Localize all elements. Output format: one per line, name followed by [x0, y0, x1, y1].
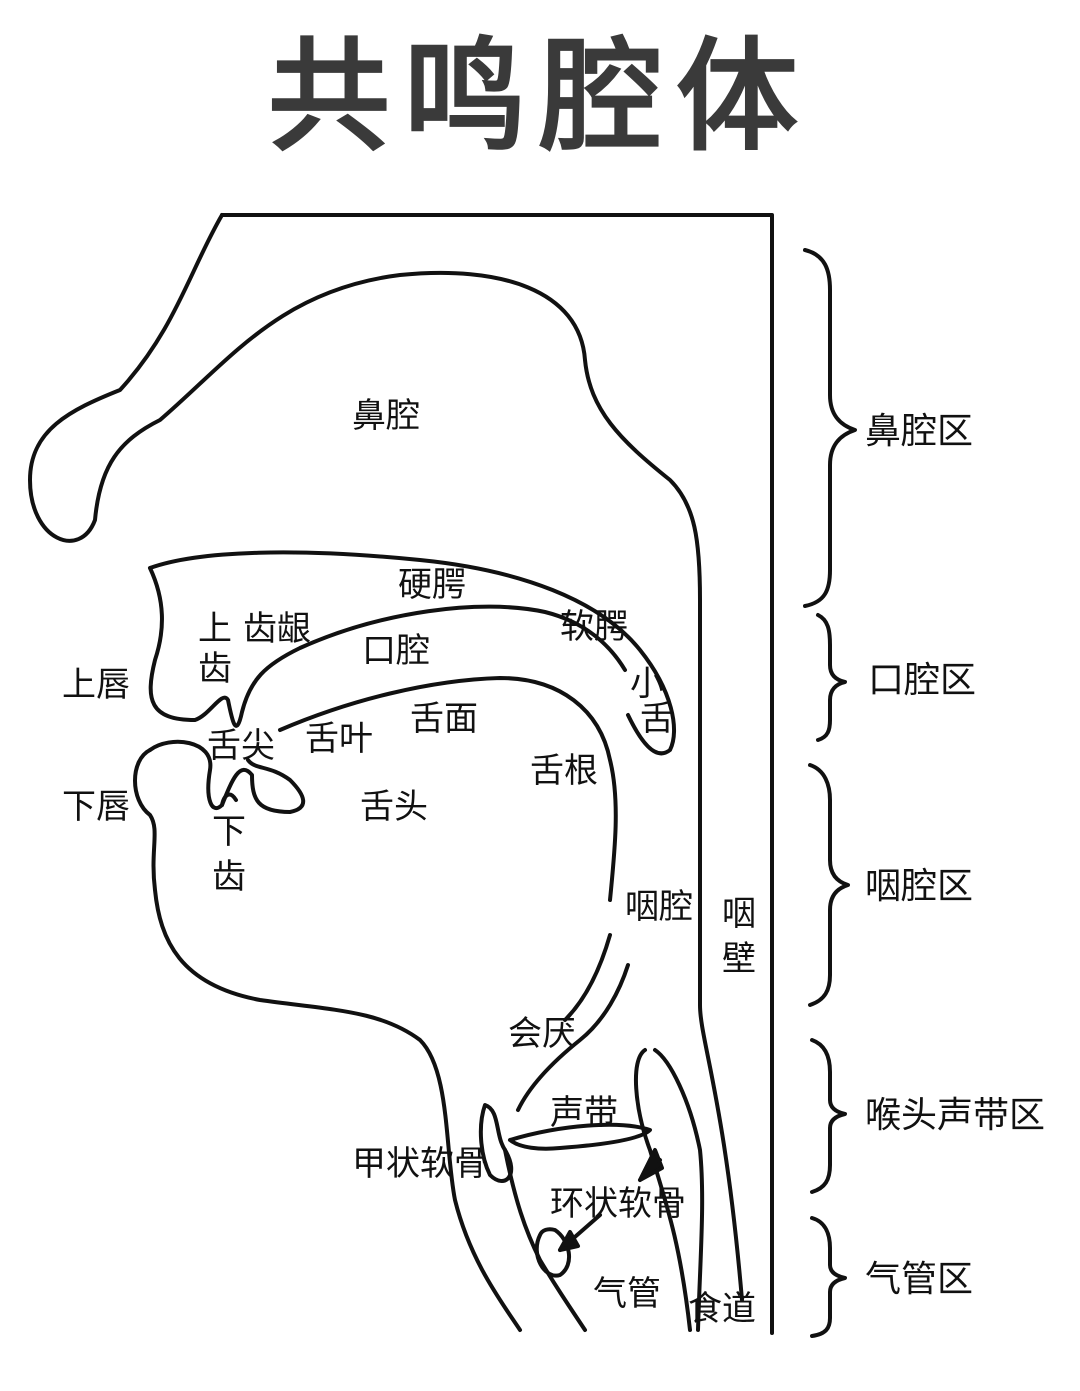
lower-teeth-outline — [220, 792, 238, 807]
label-upper-lip: 上唇 — [62, 665, 130, 705]
label-oral-cavity: 口腔 — [362, 631, 430, 671]
arrow-head-2 — [558, 1230, 580, 1252]
label-tongue-tip: 舌尖 — [207, 726, 275, 766]
diagram-title: 共鸣腔体 — [268, 26, 812, 168]
label-upper-teeth-2: 齿 — [198, 649, 232, 689]
zone-label-oral: 口腔区 — [868, 660, 976, 701]
nasal-floor — [148, 550, 677, 756]
brace-trachea — [810, 1216, 847, 1338]
label-hard-palate: 硬腭 — [398, 565, 466, 605]
label-gums: 齿龈 — [243, 609, 311, 649]
label-uvula-1: 小 — [630, 664, 664, 704]
label-tongue-blade: 舌叶 — [305, 719, 373, 759]
brace-pharynx — [808, 763, 850, 1007]
zone-braces — [803, 248, 857, 1338]
label-lower-lip: 下唇 — [62, 787, 130, 827]
cricoid-ring — [534, 1227, 571, 1278]
zone-label-trachea: 气管区 — [865, 1259, 973, 1300]
label-trachea: 气管 — [593, 1274, 661, 1314]
label-pharynx-wall-1: 咽 — [722, 894, 756, 934]
label-tongue-surface: 舌面 — [410, 699, 478, 739]
head-frame-line — [220, 213, 774, 1335]
arrow-head — [638, 1148, 664, 1182]
label-pharynx-wall-2: 壁 — [722, 939, 756, 979]
label-soft-palate: 软腭 — [560, 607, 628, 647]
label-esophagus: 食道 — [688, 1289, 756, 1329]
label-thyroid-cartilage: 甲状软骨 — [352, 1144, 488, 1184]
label-epiglottis: 会厌 — [508, 1014, 576, 1054]
label-tongue-root: 舌根 — [530, 751, 598, 791]
zone-label-nasal: 鼻腔区 — [865, 411, 973, 452]
epiglottis-outline — [516, 933, 630, 1112]
thyroid-cartilage-outline — [478, 1103, 514, 1183]
label-cricoid-cartilage: 环状软骨 — [550, 1184, 686, 1224]
lower-lip-outline — [133, 748, 522, 1332]
label-pharynx-cavity: 咽腔 — [625, 887, 693, 927]
brace-larynx — [810, 1038, 847, 1194]
label-tongue-body: 舌头 — [360, 787, 428, 827]
zone-label-larynx: 喉头声带区 — [865, 1095, 1045, 1136]
label-lower-teeth-2: 齿 — [212, 857, 246, 897]
vocal-cords-outline — [508, 1122, 652, 1151]
zone-label-pharynx: 咽腔区 — [865, 866, 973, 907]
brace-oral — [816, 613, 847, 742]
label-uvula-2: 舌 — [640, 699, 674, 739]
label-vocal-cords: 声带 — [550, 1093, 618, 1133]
label-nasal-cavity: 鼻腔 — [352, 396, 420, 436]
brace-nasal — [803, 248, 857, 608]
label-lower-teeth-1: 下 — [212, 812, 246, 852]
tongue-tip-outline — [148, 739, 306, 814]
upper-lip-outline — [148, 566, 627, 728]
label-upper-teeth-1: 上 — [198, 609, 232, 649]
nose-outline — [28, 213, 744, 1302]
tongue-surface-outline — [278, 676, 618, 902]
